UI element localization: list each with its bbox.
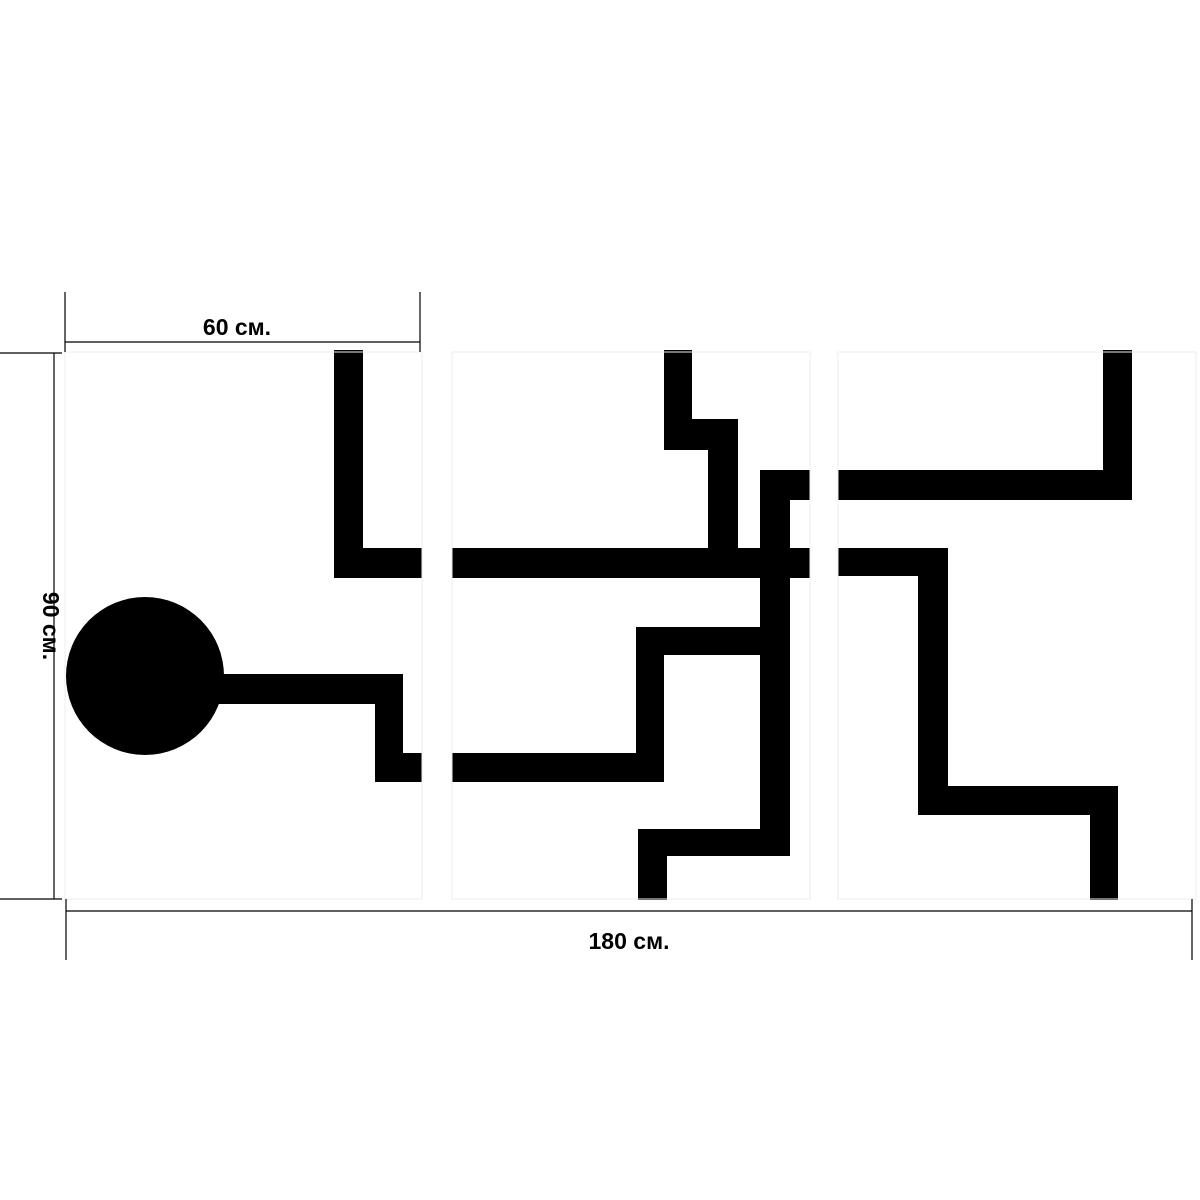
maze-path-panel-3-lower xyxy=(832,548,1118,900)
panel-gaps xyxy=(422,340,1200,910)
panel-width-dimension: 60 см. xyxy=(64,292,421,352)
maze-path-panel-1-upper xyxy=(334,350,430,578)
total-width-dimension: 180 см. xyxy=(65,899,1193,960)
panel-2-outline xyxy=(451,351,811,900)
panel-gap-2 xyxy=(810,340,838,910)
maze-circle xyxy=(66,597,224,755)
height-label: 90 см. xyxy=(38,592,64,660)
maze-path-panel-2-lower xyxy=(445,627,765,782)
maze-artwork xyxy=(66,350,1132,900)
panel-3-outline xyxy=(837,351,1197,900)
height-dimension: 90 см. xyxy=(0,352,64,900)
panel-1-outline xyxy=(64,351,423,900)
panel-width-label: 60 см. xyxy=(203,314,271,340)
maze-path-panel-3-upper xyxy=(832,350,1132,500)
panel-gap-1 xyxy=(422,340,452,910)
maze-path-panel-2-step-top xyxy=(664,350,738,548)
maze-path-panel-1-lower xyxy=(210,674,430,782)
maze-path-panel-2-horizontal xyxy=(445,548,815,578)
maze-path-panel-2-vertical xyxy=(638,470,812,900)
panel-gap-right-edge xyxy=(1196,340,1200,910)
panel-outlines xyxy=(64,351,1197,900)
total-width-label: 180 см. xyxy=(589,928,670,954)
